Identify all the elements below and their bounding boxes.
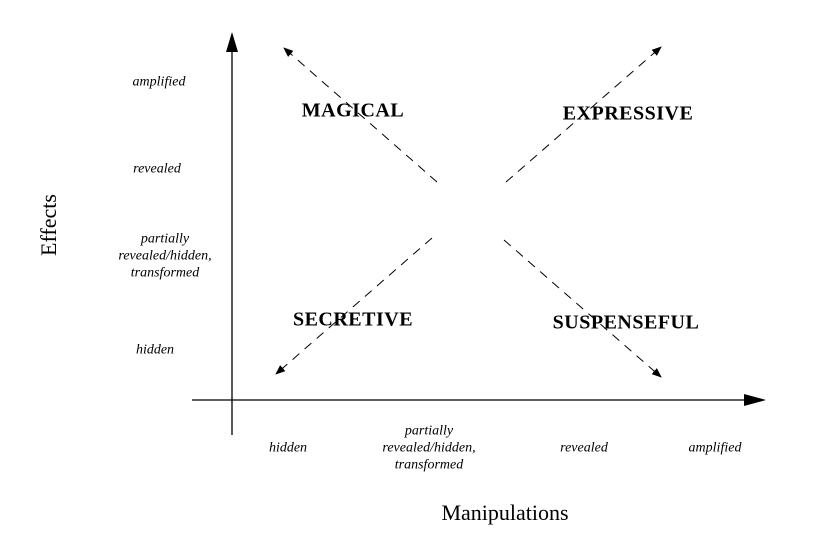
quadrant-label-secretive: SECRETIVE — [292, 308, 414, 331]
arrow-to-suspenseful — [503, 239, 662, 378]
x-tick-amplified: amplified — [688, 440, 742, 456]
arrow-to-magical — [283, 47, 438, 183]
quadrant-label-expressive: EXPRESSIVE — [562, 102, 694, 125]
y-tick-amplified: amplified — [132, 74, 186, 90]
quadrant-label-magical: MAGICAL — [301, 99, 405, 122]
x-tick-partially-revealed-hidden-transformed: partially revealed/hidden, transformed — [382, 423, 476, 473]
arrow-to-secretive — [275, 237, 433, 375]
y-axis-title: Effects — [36, 194, 61, 256]
x-axis-arrowhead — [744, 394, 766, 406]
quadrant-label-suspenseful: SUSPENSEFUL — [552, 311, 700, 334]
arrow-to-expressive — [505, 46, 662, 183]
x-tick-revealed: revealed — [560, 440, 608, 456]
x-tick-hidden: hidden — [268, 440, 308, 456]
y-axis-arrowhead — [226, 32, 238, 52]
y-tick-hidden: hidden — [135, 342, 175, 358]
x-axis-title: Manipulations — [441, 500, 569, 525]
y-tick-revealed: revealed — [133, 161, 181, 177]
y-tick-partially-revealed-hidden-transformed: partially revealed/hidden, transformed — [118, 231, 212, 281]
